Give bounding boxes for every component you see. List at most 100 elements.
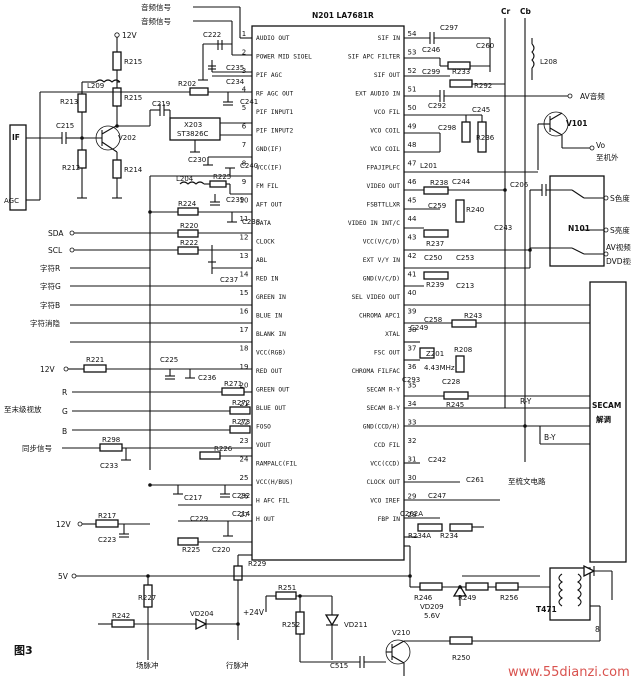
ic-body [251, 25, 405, 561]
pin-number-right: 43 [408, 234, 417, 242]
pin-number-right: 46 [408, 178, 417, 186]
pin-number-right: 33 [408, 419, 417, 427]
label-cr: Cr [501, 7, 511, 16]
pin-label-left: BLUE OUT [256, 405, 286, 412]
resistor-r234 [449, 523, 473, 532]
label-c233: C233 [100, 462, 118, 470]
pin-number-right: 40 [408, 289, 417, 297]
resistor-r215-mid [112, 87, 122, 107]
resistor-r292 [449, 79, 473, 88]
pin-number-right: 53 [408, 49, 417, 57]
resistor-r225-top [209, 180, 227, 188]
tuner-box [9, 124, 27, 211]
pin-number-left: 18 [240, 345, 249, 353]
resistor-r245 [443, 391, 469, 400]
label-c222: C222 [203, 31, 221, 39]
label-x203: X203 [184, 121, 202, 129]
pin-label-left: VCC(H/BUS) [256, 479, 293, 486]
label-c240: C240 [240, 162, 258, 170]
label-cb: Cb [520, 7, 532, 16]
label-char-blank: 字符消隐 [30, 318, 60, 328]
pin-label-left: VOUT [256, 442, 271, 449]
label-secam-decode: 解调 [596, 414, 611, 424]
label-b-y: B-Y [544, 433, 556, 442]
label-l209: L209 [87, 82, 104, 90]
pin-label-right: SIF OUT [374, 72, 400, 79]
label-c225: C225 [160, 356, 178, 364]
label-field-pulse: 场脉冲 [136, 660, 159, 670]
label-r212: R212 [62, 164, 80, 172]
pin-label-right: SIF APC FILTER [348, 54, 400, 61]
label-vd209-voltage: 5.6V [424, 612, 440, 620]
label-r213: R213 [60, 98, 78, 106]
pin-label-right: VCO IREF [370, 498, 400, 505]
pin-label-left: AUDIO OUT [256, 35, 290, 42]
label-r227: R227 [138, 594, 156, 602]
label-sda: SDA [48, 229, 64, 238]
pin-number-right: 34 [408, 400, 417, 408]
pin-label-right: CHROMA APC1 [359, 313, 400, 320]
label-v101-text: V101 [566, 119, 587, 128]
pin-label-right: VCO COIL [370, 128, 400, 135]
label-r202: R202 [178, 80, 196, 88]
label-n101: N101 [568, 224, 590, 233]
pin-label-right: VCO FIL [374, 109, 400, 116]
pin-number-left: 6 [242, 123, 247, 131]
label-c298: C298 [438, 124, 456, 132]
pin-label-right: EXT V/Y IN [363, 257, 401, 264]
label-12v-top: 12V [122, 31, 138, 40]
pin-label-left: FM FIL [256, 183, 279, 190]
label-r245: R245 [446, 401, 464, 409]
pin-number-right: 31 [408, 456, 417, 464]
pin-number-right: 38 [408, 326, 417, 334]
crystal-z201 [419, 347, 435, 359]
label-r242: R242 [112, 612, 130, 620]
label-r256: R256 [500, 594, 519, 602]
pin-label-left: BLUE IN [256, 313, 282, 320]
label-c249: C249 [410, 324, 428, 332]
label-vo: Vo [596, 141, 606, 150]
label-av-audio: AV音频 [580, 91, 605, 101]
resistor-r213 [77, 93, 87, 113]
label-r246: R246 [414, 594, 433, 602]
label-r243: R243 [464, 312, 482, 320]
pin-number-left: 8 [242, 160, 246, 168]
label-r249: R249 [458, 594, 476, 602]
label-c243: C243 [494, 224, 512, 232]
label-s-luma: S亮度 [610, 225, 630, 235]
pin-label-right: SEL VIDEO OUT [352, 294, 401, 301]
pin-label-left: H OUT [256, 516, 275, 523]
resistor-r240 [455, 199, 465, 223]
transformer-t471 [549, 567, 591, 621]
pin-label-left: DATA [256, 220, 271, 227]
label-av-video: AV视频 [606, 242, 631, 252]
label-r240: R240 [466, 206, 484, 214]
pin-label-left: BLANK IN [256, 331, 286, 338]
pin-number-left: 26 [240, 493, 249, 501]
resistor-r272 [229, 406, 251, 415]
pin-label-right: CLOCK OUT [366, 479, 400, 486]
label-r237: R237 [426, 240, 444, 248]
pin-label-left: RED IN [256, 276, 279, 283]
label-c262a: C262A [400, 510, 423, 518]
pin-number-left: 15 [240, 289, 249, 297]
label-c236: C236 [198, 374, 217, 382]
pin-number-left: 3 [242, 67, 246, 75]
pin-label-left: GREEN OUT [256, 387, 290, 394]
pin-number-right: 52 [408, 67, 417, 75]
label-dvd-video: DVD视频 [606, 256, 631, 266]
label-c246: C246 [422, 46, 441, 54]
pin-number-right: 36 [408, 363, 417, 371]
pin-number-right: 42 [408, 252, 417, 260]
label-c297: C297 [440, 24, 458, 32]
pin-label-left: VCC(RGB) [256, 350, 286, 357]
pin-number-right: 51 [408, 86, 417, 94]
label-c228: C228 [442, 378, 460, 386]
pin-label-right: VIDEO IN INT/C [348, 220, 400, 227]
pin-number-right: 35 [408, 382, 417, 390]
pin-label-left: FOSO [256, 424, 271, 431]
label-vd211: VD211 [344, 621, 368, 629]
pin-number-right: 49 [408, 123, 417, 131]
